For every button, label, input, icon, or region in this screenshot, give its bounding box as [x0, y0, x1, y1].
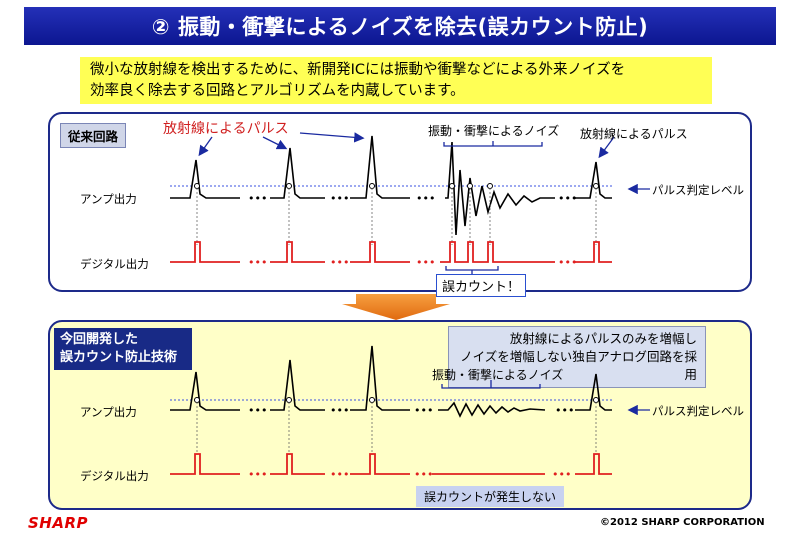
noise-label-1: 振動・衝撃によるノイズ — [428, 124, 560, 138]
page-title: ② 振動・衝撃によるノイズを除去(誤カウント防止) — [24, 7, 776, 45]
copyright: ©2012 SHARP CORPORATION — [600, 517, 765, 528]
svg-text:•••: ••• — [330, 192, 349, 205]
pulse-arrows-1 — [198, 132, 650, 195]
svg-text:•••: ••• — [416, 192, 435, 205]
intro-box: 微小な放射線を検出するために、新開発ICには振動や衝撃などによる外来ノイズを 効… — [80, 57, 712, 104]
conventional-tag: 従来回路 — [60, 123, 127, 148]
new-tech-callout: 放射線によるパルスのみを増幅し ノイズを増幅しない独自アナログ回路を採用 — [448, 326, 706, 388]
crossing-markers-2 — [194, 397, 599, 403]
noise-label-2: 振動・衝撃によるノイズ — [432, 368, 564, 382]
amp-output-label-1: アンプ出力 — [80, 192, 137, 206]
svg-text:•••: ••• — [414, 468, 433, 481]
sharp-logo: SHARP — [28, 514, 89, 532]
digital-output-label-2: デジタル出力 — [80, 469, 149, 483]
pulse-label-red: 放射線によるパルス — [163, 121, 289, 137]
guide-lines-1 — [196, 188, 597, 245]
svg-text:•••: ••• — [414, 404, 433, 417]
svg-text:•••: ••• — [555, 404, 574, 417]
digital-output-label-1: デジタル出力 — [80, 257, 149, 271]
new-tech-tag: 今回開発した 誤カウント防止技術 — [54, 328, 192, 370]
svg-text:•••: ••• — [552, 468, 571, 481]
svg-text:•••: ••• — [330, 468, 349, 481]
level-label-2: パルス判定レベル — [652, 404, 744, 418]
callout-line-1: 放射線によるパルスのみを増幅し — [509, 331, 697, 346]
svg-text:•••: ••• — [248, 404, 267, 417]
miscount-brace — [445, 266, 499, 274]
miscount-label: 誤カウント！ — [436, 274, 527, 297]
svg-text:•••: ••• — [558, 256, 577, 269]
digital-output-trace-1 — [170, 241, 612, 263]
amp-output-trace-1 — [170, 135, 612, 236]
pulse-label-right: 放射線によるパルス — [580, 127, 688, 141]
level-label-1: パルス判定レベル — [652, 183, 744, 197]
guide-lines-2 — [196, 402, 597, 455]
digital-output-trace-2 — [170, 453, 612, 475]
new-tech-tag-line-2: 誤カウント防止技術 — [60, 350, 178, 365]
svg-text:•••: ••• — [248, 468, 267, 481]
no-miscount-label: 誤カウントが発生しない — [416, 486, 565, 507]
noise-brace-1 — [443, 141, 543, 147]
amp-dots-2: ••• ••• ••• ••• — [248, 404, 574, 417]
digital-dots-2: ••• ••• ••• ••• — [248, 468, 571, 481]
new-tech-tag-line-1: 今回開発した — [60, 332, 139, 347]
intro-line-1: 微小な放射線を検出するために、新開発ICには振動や衝撃などによる外来ノイズを — [90, 62, 626, 78]
svg-text:•••: ••• — [248, 192, 267, 205]
svg-text:•••: ••• — [248, 256, 267, 269]
transition-arrow — [342, 294, 450, 320]
svg-text:•••: ••• — [330, 404, 349, 417]
noise-brace-2 — [441, 380, 541, 389]
callout-line-2: ノイズを増幅しない独自アナログ回路を採用 — [460, 349, 697, 382]
svg-text:•••: ••• — [330, 256, 349, 269]
svg-text:•••: ••• — [558, 192, 577, 205]
amp-dots-1: ••• ••• ••• ••• — [248, 192, 577, 205]
amp-output-trace-2 — [170, 345, 612, 418]
intro-line-2: 効率良く除去する回路とアルゴリズムを内蔵しています。 — [90, 83, 465, 99]
amp-output-label-2: アンプ出力 — [80, 405, 137, 419]
svg-text:•••: ••• — [416, 256, 435, 269]
digital-dots-1: ••• ••• ••• ••• — [248, 256, 577, 269]
